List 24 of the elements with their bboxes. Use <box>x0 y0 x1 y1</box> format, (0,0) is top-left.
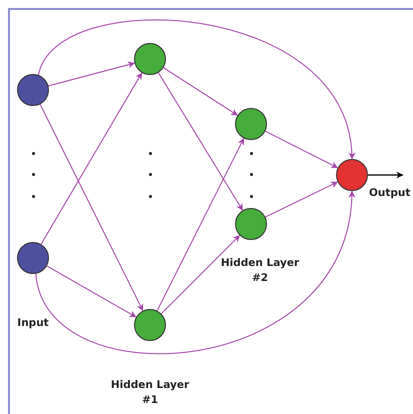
arrow <box>368 172 404 178</box>
arrow <box>160 234 240 314</box>
arrow <box>40 72 142 245</box>
neuron-circle <box>336 159 368 191</box>
arrow <box>264 130 338 168</box>
arrow <box>40 104 144 312</box>
neuron-circle <box>235 108 267 140</box>
layer-label: Hidden Layer #1 <box>110 378 190 408</box>
output-label: Output <box>369 187 410 199</box>
layer-label: Hidden Layer #2 <box>220 256 300 286</box>
neuron-circle <box>134 43 166 75</box>
layer-label: Input <box>16 316 50 331</box>
arrow <box>46 265 137 318</box>
arrow <box>35 190 355 354</box>
neuron-circle <box>235 208 267 240</box>
arrow <box>156 138 244 312</box>
arrow <box>264 181 338 218</box>
arrow <box>158 72 244 211</box>
neuron-circle <box>134 309 166 341</box>
neuron-circle <box>17 242 49 274</box>
arrow <box>162 67 238 116</box>
neuron-circle <box>17 74 49 106</box>
arrow <box>38 20 354 160</box>
arrow <box>48 61 136 86</box>
